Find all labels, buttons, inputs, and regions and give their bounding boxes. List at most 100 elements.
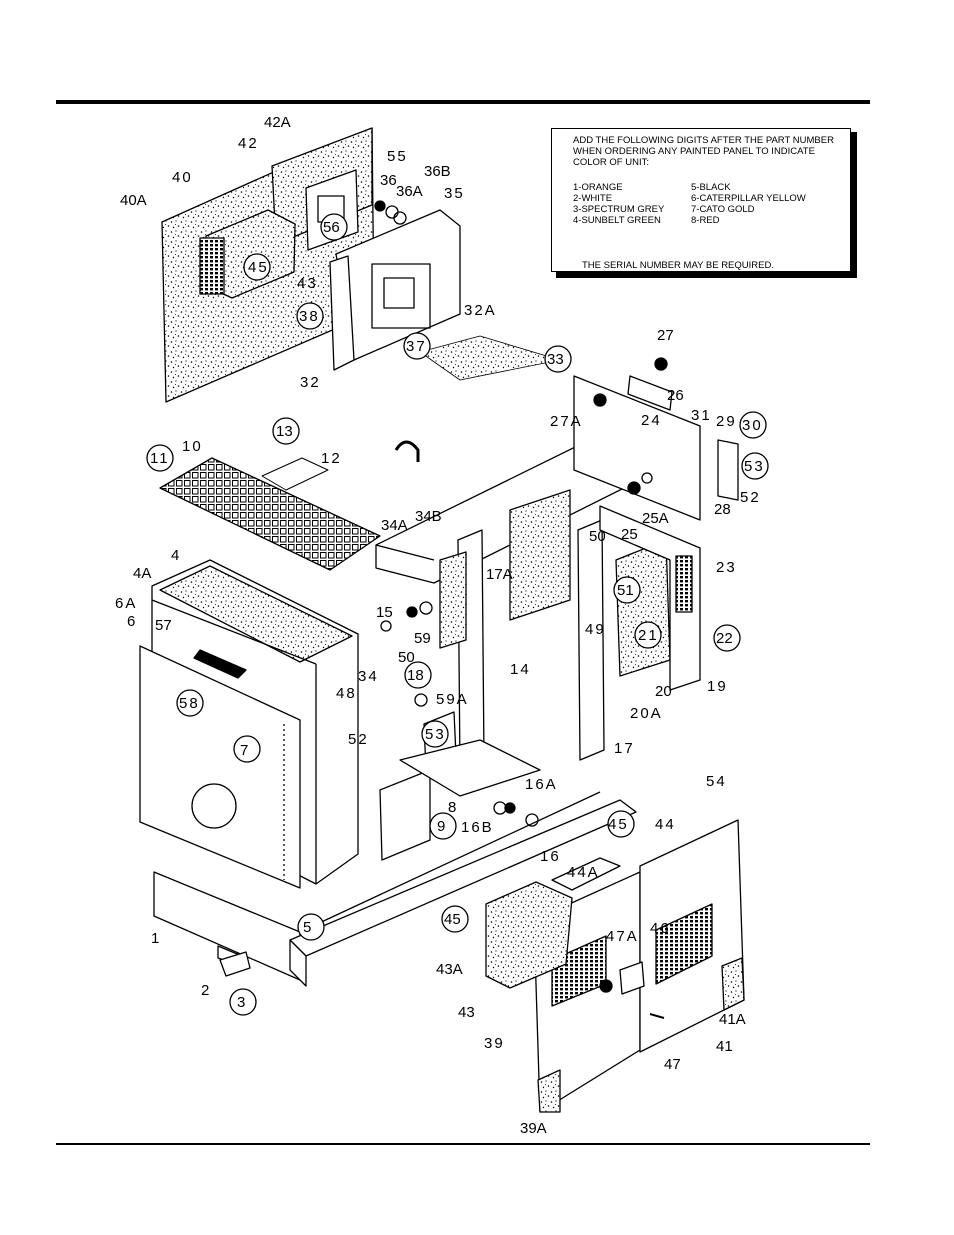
color-code-list: 1-ORANGE 5-BLACK 2-WHITE 6-CATERPILLAR Y… [573,182,842,226]
part-label: 51 [617,582,634,599]
part-label: 44A [567,864,600,881]
part-label: 48 [336,685,357,702]
part-label: 41A [719,1011,746,1028]
part-label: 28 [714,501,731,518]
part-label: 13 [276,423,293,440]
color-code-item: 1-ORANGE [573,182,623,193]
part-label: 18 [407,667,424,684]
part-label: 34 [358,668,379,685]
part-label: 43 [458,1004,475,1021]
callout-circles [146,213,769,1016]
part-label: 4A [133,565,151,582]
part-label: 17A [486,566,513,583]
part-label: 16B [461,819,494,836]
part-label: 36B [424,163,451,180]
color-code-item: 4-SUNBELT GREEN [573,215,661,226]
color-code-item: 6-CATERPILLAR YELLOW [691,193,806,204]
part-2-bracket [219,951,251,977]
color-code-item: 3-SPECTRUM GREY [573,204,665,215]
part-label: 45 [248,259,269,276]
color-code-item: 5-BLACK [691,182,731,193]
part-label: 42 [238,135,259,152]
part-21-foam [615,539,671,677]
part-label: 49 [585,621,606,638]
part-label: 57 [155,617,172,634]
part-label: 22 [716,630,733,647]
color-code-note: ADD THE FOLLOWING DIGITS AFTER THE PART … [551,128,851,272]
part-label: 34A [381,517,408,534]
parts-drawing [139,127,745,1113]
part-label: 58 [179,695,200,712]
part-24-panel [573,375,701,521]
color-code-item: 7-CATO GOLD [691,204,755,215]
part-label: 41 [716,1038,733,1055]
part-label: 33 [547,351,564,368]
part-label: 50 [589,528,606,545]
part-labels: 42A424040A553636A36B35564543383732A32273… [115,114,765,1137]
part-label: 23 [716,559,737,576]
part-57-decal [193,649,247,679]
part-label: 27A [550,413,583,430]
part-label: 40 [172,169,193,186]
part-label: 55 [387,148,408,165]
part-label: 19 [707,678,728,695]
part-label: 11 [150,450,170,467]
part-label: 59A [436,691,469,708]
part-label: 53 [744,458,765,475]
part-label: 25 [621,526,638,543]
part-label: 47 [664,1056,681,1073]
part-label: 56 [323,219,340,236]
part-38-plate [329,255,355,371]
part-label: 46 [650,920,671,937]
part-label: 31 [691,407,712,424]
part-label: 52 [348,731,369,748]
part-label: 14 [510,661,531,678]
part-label: 54 [706,773,727,790]
part-43-box [485,881,573,989]
part-label: 27 [657,327,674,344]
bottom-rule [56,1143,870,1145]
part-label: 20A [630,705,663,722]
part-label: 3 [237,994,247,1011]
part-label: 37 [406,338,427,355]
part-label: 4 [171,547,181,564]
part-label: 1 [151,930,161,947]
part-label: 17 [614,740,635,757]
part-label: 39 [484,1035,505,1052]
part-label: 47A [606,928,639,945]
part-label: 43 [297,275,318,292]
part-label: 15 [376,604,393,621]
part-46-latch [619,961,645,995]
part-label: 43A [436,961,463,978]
part-label: 39A [520,1120,547,1137]
part-label: 6 [127,613,135,630]
part-label: 36 [380,172,397,189]
part-26-bracket [627,375,673,411]
part-label: 21 [638,627,659,644]
part-label: 10 [182,438,203,455]
part-label: 29 [716,413,737,430]
part-label: 38 [299,308,320,325]
part-label: 59 [414,630,431,647]
note-intro: ADD THE FOLLOWING DIGITS AFTER THE PART … [573,135,834,168]
part-label: 32A [464,302,497,319]
part-label: 26 [667,387,684,404]
part-29-strap [717,439,739,501]
part-label: 8 [448,799,458,816]
part-label: 35 [444,185,465,202]
part-label: 30 [742,417,763,434]
color-code-item: 2-WHITE [573,193,613,204]
part-label: 53 [425,726,446,743]
part-label: 40A [120,192,147,209]
part-label: 6A [115,595,137,612]
part-label: 45 [444,911,461,928]
part-23-panel [599,505,701,691]
serial-number-note: THE SERIAL NUMBER MAY BE REQUIRED. [582,260,774,271]
part-label: 25A [642,510,669,527]
part-label: 36A [396,183,423,200]
part-label: 9 [437,818,445,835]
part-label: 20 [655,683,672,700]
part-label: 45 [608,816,629,833]
part-label: 52 [740,489,761,506]
